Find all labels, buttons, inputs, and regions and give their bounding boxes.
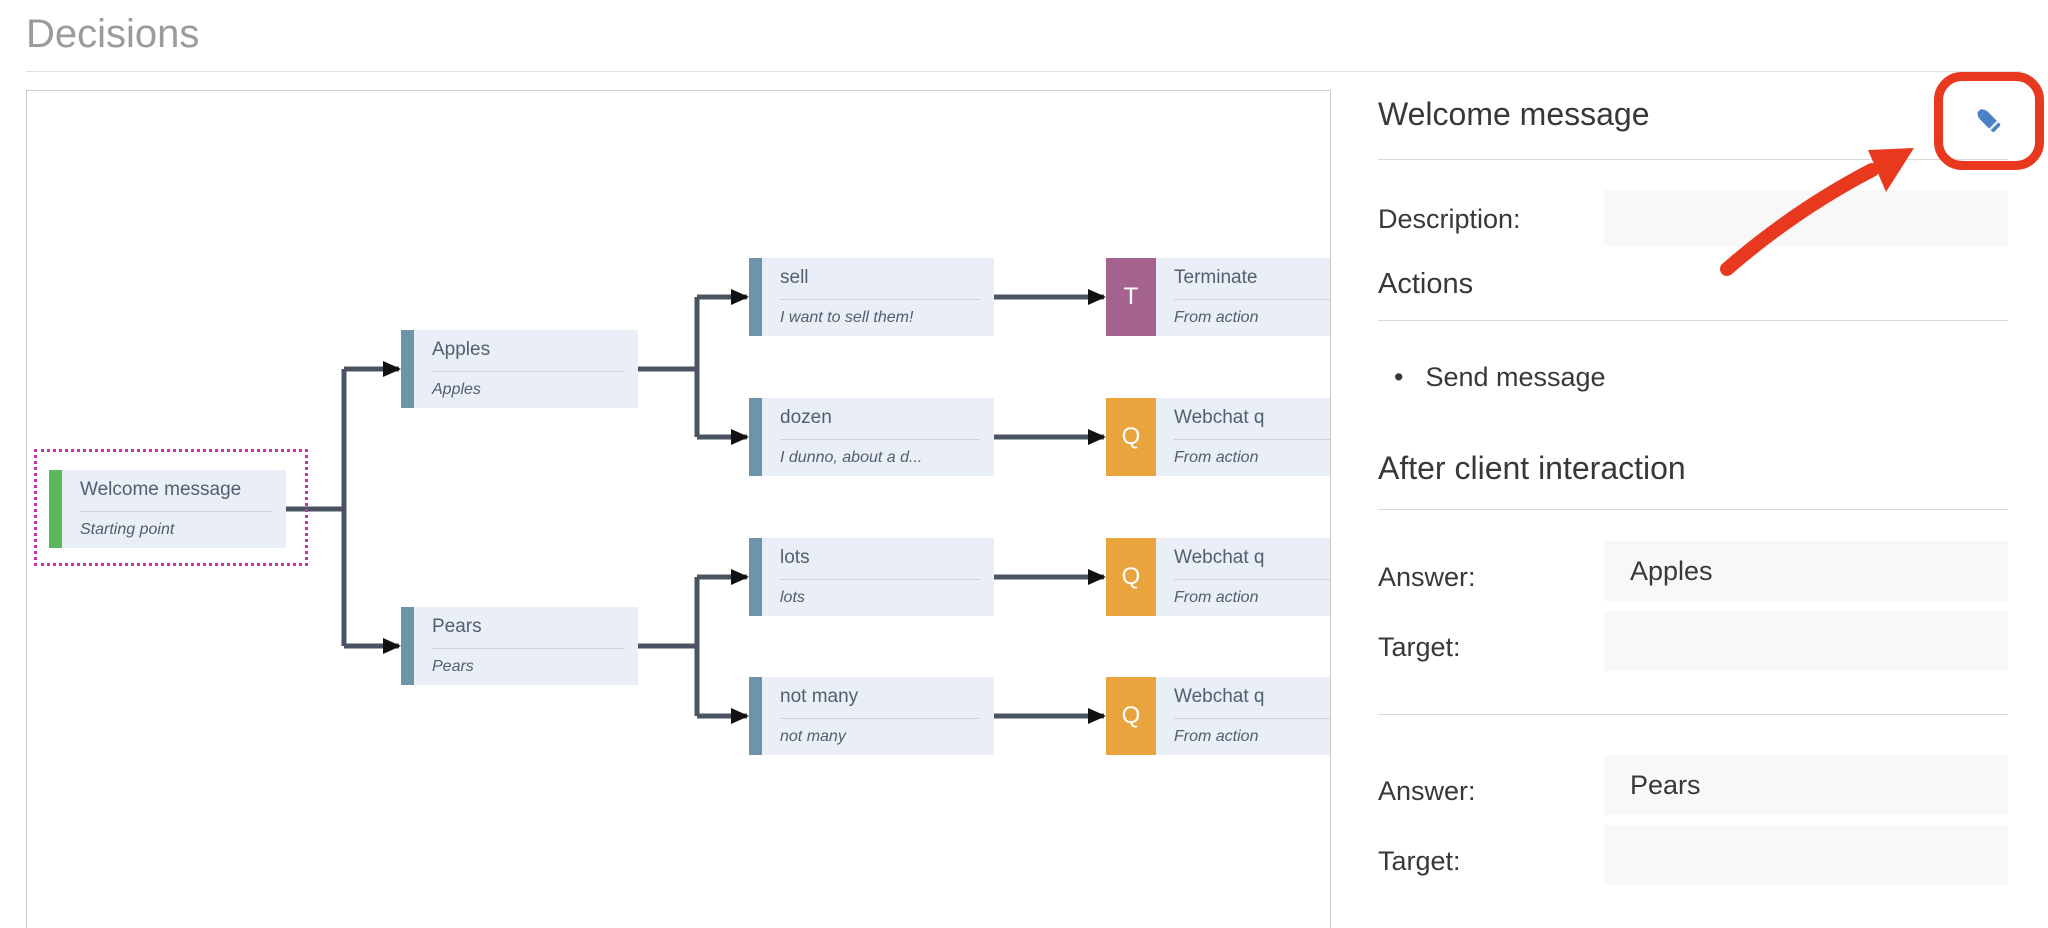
node-webchat-q-2[interactable]: Q Webchat q From action [1106, 538, 1330, 616]
node-title: Webchat q [1174, 686, 1265, 707]
decision-accent-bar [401, 330, 414, 408]
tree-connectors [286, 289, 1106, 724]
target-label: Target: [1378, 846, 1461, 876]
action-label: Send message [1425, 362, 1606, 392]
node-webchat-q-1[interactable]: Q Webchat q From action [1106, 398, 1330, 476]
target-label: Target: [1378, 632, 1461, 662]
node-not-many[interactable]: not many not many [749, 677, 994, 755]
node-title: Webchat q [1174, 547, 1265, 568]
node-title: sell [780, 267, 809, 288]
node-dozen[interactable]: dozen I dunno, about a d... [749, 398, 994, 476]
answer-field[interactable]: Pears [1604, 755, 2008, 815]
node-title: Pears [432, 616, 482, 637]
selected-node-outline [34, 449, 308, 566]
node-subtitle: From action [1174, 309, 1259, 326]
node-subtitle: Starting point [80, 521, 175, 538]
pencil-icon [1976, 108, 2001, 132]
target-field[interactable] [1604, 611, 2008, 671]
action-list-item: Send message [1394, 362, 1606, 393]
decision-accent-bar [749, 398, 762, 476]
description-label: Description: [1378, 204, 1521, 234]
node-title: lots [780, 547, 810, 568]
node-title: Webchat q [1174, 407, 1265, 428]
answer-field[interactable]: Apples [1604, 541, 2008, 601]
node-subtitle: I dunno, about a d... [780, 449, 923, 466]
node-terminate[interactable]: T Terminate From action [1106, 258, 1330, 336]
page-title: Decisions [26, 12, 200, 56]
node-subtitle: From action [1174, 728, 1259, 745]
section-divider [1378, 714, 2008, 715]
terminate-badge-icon: T [1106, 258, 1156, 336]
node-sell[interactable]: sell I want to sell them! [749, 258, 994, 336]
start-accent-bar [49, 470, 62, 548]
section-divider [1378, 159, 2008, 160]
actions-heading: Actions [1378, 268, 1474, 300]
node-subtitle: lots [780, 589, 805, 606]
description-field[interactable] [1604, 190, 2008, 246]
page-title-divider [26, 71, 2022, 72]
answer-label: Answer: [1378, 776, 1476, 806]
decision-accent-bar [749, 538, 762, 616]
node-lots[interactable]: lots lots [749, 538, 994, 616]
answer-label: Answer: [1378, 562, 1476, 592]
question-badge-icon: Q [1106, 677, 1156, 755]
node-subtitle: Apples [432, 381, 481, 398]
target-field[interactable] [1604, 825, 2008, 885]
node-apples[interactable]: Apples Apples [401, 330, 638, 408]
section-divider [1378, 509, 2008, 510]
section-divider [1378, 320, 2008, 321]
question-badge-icon: Q [1106, 538, 1156, 616]
node-subtitle: not many [780, 728, 846, 745]
edit-node-button[interactable] [1954, 86, 2024, 154]
node-title: not many [780, 686, 859, 707]
node-webchat-q-3[interactable]: Q Webchat q From action [1106, 677, 1330, 755]
node-title: Apples [432, 339, 491, 360]
node-welcome-message[interactable]: Welcome message Starting point [49, 470, 286, 548]
after-interaction-heading: After client interaction [1378, 450, 1686, 486]
node-subtitle: From action [1174, 449, 1259, 466]
node-pears[interactable]: Pears Pears [401, 607, 638, 685]
node-subtitle: I want to sell them! [780, 309, 914, 326]
decision-tree-canvas[interactable]: Welcome message Starting point Apples Ap… [26, 90, 1331, 928]
node-title: Terminate [1174, 267, 1258, 288]
node-subtitle: Pears [432, 658, 474, 675]
node-subtitle: From action [1174, 589, 1259, 606]
decision-accent-bar [749, 677, 762, 755]
detail-title: Welcome message [1378, 96, 1650, 132]
decision-accent-bar [401, 607, 414, 685]
node-title: Welcome message [80, 479, 242, 500]
node-title: dozen [780, 407, 832, 428]
question-badge-icon: Q [1106, 398, 1156, 476]
decision-accent-bar [749, 258, 762, 336]
